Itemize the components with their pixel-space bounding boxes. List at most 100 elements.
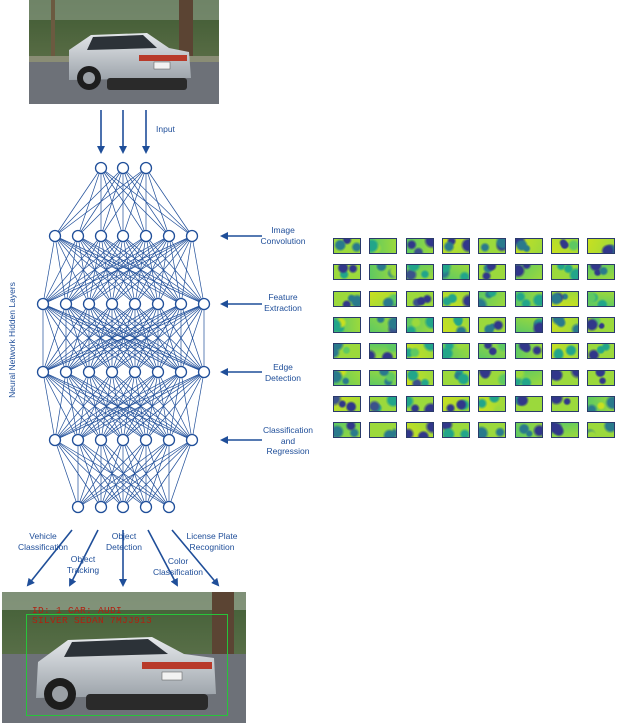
connection-line xyxy=(191,371,205,441)
connection-line xyxy=(77,167,102,237)
neuron-node xyxy=(116,161,130,175)
connection-line xyxy=(111,303,205,373)
feature-map-tile xyxy=(478,369,507,386)
connection-line xyxy=(88,235,193,305)
connection-line xyxy=(157,303,205,373)
connection-line xyxy=(54,371,159,441)
neuron-node xyxy=(139,433,153,447)
feature-map-tile xyxy=(369,316,398,333)
feature-map-tile xyxy=(478,422,507,439)
feature-map-tile xyxy=(333,343,361,360)
feature-map-tile xyxy=(587,238,616,254)
connection-line xyxy=(122,439,193,508)
connection-line xyxy=(77,371,205,441)
feature-map-tile xyxy=(405,316,434,333)
connection-line xyxy=(111,235,193,305)
output-label-line: Object xyxy=(111,531,137,541)
connection-line xyxy=(42,371,124,441)
connection-line xyxy=(77,439,102,508)
connection-line xyxy=(54,167,124,237)
connection-line xyxy=(145,167,170,237)
overlay-line-2: SILVER SEDAN 7MJJ913 xyxy=(32,615,153,626)
neuron-node xyxy=(82,297,96,311)
feature-map-grid xyxy=(333,238,623,443)
connection-line xyxy=(42,303,205,373)
connection-line xyxy=(180,235,193,305)
connection-line xyxy=(77,439,193,508)
connection-line xyxy=(42,235,170,305)
neuron-node xyxy=(71,433,85,447)
layer-label-line: and xyxy=(280,435,296,446)
neuron-node xyxy=(128,365,142,379)
neuron-node xyxy=(71,500,85,514)
neuron-node xyxy=(36,297,50,311)
feature-map-tile xyxy=(587,316,616,333)
feature-map-tile xyxy=(405,395,434,412)
detection-box xyxy=(26,614,228,716)
connection-line xyxy=(191,235,205,305)
connection-line xyxy=(100,167,147,237)
connection-line xyxy=(42,235,56,305)
output-label-line: Classification xyxy=(17,541,69,552)
feature-map-tile xyxy=(333,369,361,386)
neuron-node xyxy=(185,433,199,447)
feature-map-tile xyxy=(369,238,398,254)
feature-map-tile xyxy=(478,316,507,333)
neuron-node xyxy=(36,365,50,379)
feature-map-tile xyxy=(441,369,470,386)
output-car-photo: ID: 1 CAR: AUDI SILVER SEDAN 7MJJ913 xyxy=(2,592,246,723)
feature-map-tile xyxy=(550,316,579,333)
feature-map-tile xyxy=(514,290,543,307)
neuron-node xyxy=(151,365,165,379)
output-arrow xyxy=(69,529,99,587)
connection-line xyxy=(134,235,193,305)
feature-map-tile xyxy=(405,264,434,281)
connection-line xyxy=(100,167,170,237)
connection-line xyxy=(168,371,205,441)
neuron-node xyxy=(94,229,108,243)
feature-map-tile xyxy=(441,422,470,439)
neuron-node xyxy=(151,297,165,311)
connection-line xyxy=(54,371,136,441)
connection-line xyxy=(42,303,90,373)
layer-label-line: Extraction xyxy=(264,302,302,313)
neuron-node xyxy=(82,365,96,379)
connection-line xyxy=(168,439,193,508)
connection-line xyxy=(122,371,205,441)
connection-line xyxy=(100,167,193,237)
output-label-line: License Plate xyxy=(186,531,238,541)
layer-label-line: Feature xyxy=(268,292,298,302)
feature-map-tile xyxy=(587,264,616,281)
connection-line xyxy=(77,439,124,508)
connection-line xyxy=(42,303,159,373)
feature-map-tile xyxy=(478,290,507,307)
connection-line xyxy=(42,235,193,305)
connection-line xyxy=(42,235,79,305)
connection-line xyxy=(42,235,102,305)
feature-map-tile xyxy=(333,422,361,439)
feature-map-tile xyxy=(369,290,398,307)
feature-map-tile xyxy=(369,343,398,360)
feature-map-tile xyxy=(587,422,616,439)
feature-map-tile xyxy=(478,264,507,281)
neuron-node xyxy=(94,161,108,175)
connection-line xyxy=(54,439,124,508)
feature-map-tile xyxy=(333,264,361,281)
feature-map-tile xyxy=(369,264,398,281)
feature-map-tile xyxy=(587,369,616,386)
feature-map-tile xyxy=(333,316,361,333)
feature-map-tile xyxy=(441,316,470,333)
feature-map-tile xyxy=(514,369,543,386)
overlay-line-1: ID: 1 CAR: AUDI xyxy=(32,605,123,616)
layer-label-line: Classification xyxy=(262,425,314,435)
connection-line xyxy=(42,303,136,373)
feature-map-tile xyxy=(514,238,543,254)
output-label-line: Detection xyxy=(106,541,142,552)
output-label-line: Classification xyxy=(152,566,204,577)
output-label-line: Recognition xyxy=(189,541,235,552)
feature-map-tile xyxy=(369,422,398,439)
